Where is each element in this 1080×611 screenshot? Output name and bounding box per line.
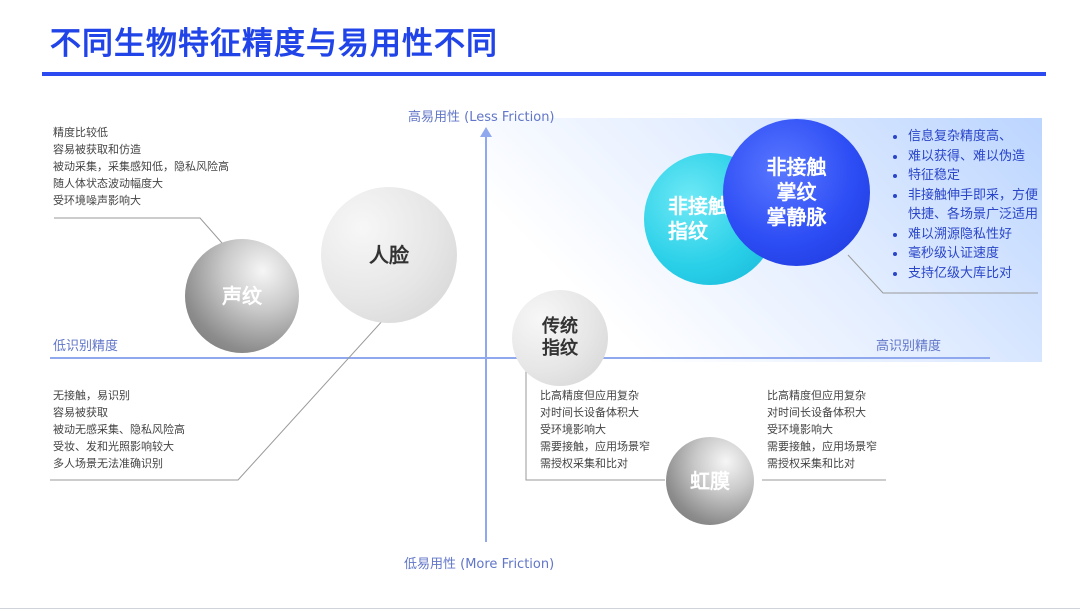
y-axis-arrow (480, 127, 492, 137)
voiceprint-notes: 精度比较低 容易被获取和仿造 被动采集，采集感知低，隐私风险高 随人体状态波动幅… (53, 124, 229, 209)
contactless-palm-label-line1: 非接触 (766, 155, 827, 179)
y-axis-top-label: 高易用性 (Less Friction) (408, 110, 555, 125)
bullet-item: 特征稳定 (892, 166, 1038, 186)
voiceprint-label: 声纹 (222, 283, 262, 308)
note-line: 受妆、发和光照影响较大 (53, 440, 174, 453)
note-line: 容易被获取和仿造 (53, 143, 141, 156)
note-line: 对时间长设备体积大 (540, 406, 639, 419)
face-label: 人脸 (369, 242, 409, 267)
note-line: 需授权采集和比对 (540, 457, 628, 470)
note-line: 精度比较低 (53, 126, 108, 139)
traditional-fingerprint-connector (525, 370, 665, 481)
bullet-continuation: 快捷、各场景广泛适用 (908, 207, 1039, 222)
title-underline (42, 72, 1046, 76)
voiceprint-circle: 声纹 (185, 239, 299, 353)
note-line: 受环境噪声影响大 (53, 194, 141, 207)
traditional-fingerprint-label-line1: 传统 (542, 315, 578, 337)
traditional-fingerprint-label-line2: 指纹 (542, 338, 578, 359)
note-line: 被动无感采集、隐私风险高 (53, 423, 185, 436)
palm-connector (847, 254, 1038, 294)
x-axis-left-label: 低识别精度 (53, 339, 119, 354)
bullet-item: 难以溯源隐私性好 (892, 225, 1038, 245)
contactless-palm-label-line3: 掌静脉 (766, 205, 827, 229)
note-line: 随人体状态波动幅度大 (53, 177, 163, 190)
bullet-item: 信息复杂精度高、 (892, 127, 1038, 147)
bullet-item: 难以获得、难以伪造 (892, 147, 1038, 167)
note-line: 受环境影响大 (767, 423, 833, 436)
page-title: 不同生物特征精度与易用性不同 (50, 26, 498, 62)
note-line: 对时间长设备体积大 (767, 406, 866, 419)
face-connector (50, 317, 386, 481)
iris-notes: 比高精度但应用复杂 对时间长设备体积大 受环境影响大 需要接触，应用场景窄 需授… (767, 387, 877, 472)
note-line: 被动采集，采集感知低，隐私风险高 (53, 160, 229, 173)
note-line: 容易被获取 (53, 406, 108, 419)
contactless-palm-label-line2: 掌纹 (776, 180, 817, 204)
contactless-fingerprint-label-line2: 指纹 (668, 219, 708, 243)
y-axis-bottom-label: 低易用性 (More Friction) (404, 557, 555, 572)
note-line: 受环境影响大 (540, 423, 606, 436)
contactless-fingerprint-label-line1: 非接触 (668, 194, 728, 218)
note-line: 比高精度但应用复杂 (767, 389, 866, 402)
bullet-item: 支持亿级大库比对 (892, 264, 1038, 284)
note-line: 需要接触，应用场景窄 (540, 440, 650, 453)
y-axis-line (485, 132, 487, 542)
face-circle: 人脸 (321, 187, 457, 323)
note-line: 多人场景无法准确识别 (53, 457, 163, 470)
contactless-palm-circle: 非接触 掌纹 掌静脉 (723, 119, 870, 266)
note-line: 需要接触，应用场景窄 (767, 440, 877, 453)
x-axis-right-label: 高识别精度 (876, 339, 942, 354)
note-line: 比高精度但应用复杂 (540, 389, 639, 402)
voiceprint-connector (54, 217, 223, 244)
bottom-divider (0, 608, 1080, 609)
palm-advantages-list: 信息复杂精度高、 难以获得、难以伪造 特征稳定 非接触伸手即采，方便 快捷、各场… (892, 127, 1038, 283)
traditional-fingerprint-notes: 比高精度但应用复杂 对时间长设备体积大 受环境影响大 需要接触，应用场景窄 需授… (540, 387, 650, 472)
bullet-item: 非接触伸手即采，方便 (892, 186, 1038, 206)
iris-circle: 虹膜 (666, 437, 754, 525)
face-notes: 无接触，易识别 容易被获取 被动无感采集、隐私风险高 受妆、发和光照影响较大 多… (53, 387, 185, 472)
note-line: 需授权采集和比对 (767, 457, 855, 470)
iris-label: 虹膜 (690, 468, 730, 493)
traditional-fingerprint-circle: 传统 指纹 (512, 290, 608, 386)
note-line: 无接触，易识别 (53, 389, 130, 402)
bullet-item: 毫秒级认证速度 (892, 244, 1038, 264)
